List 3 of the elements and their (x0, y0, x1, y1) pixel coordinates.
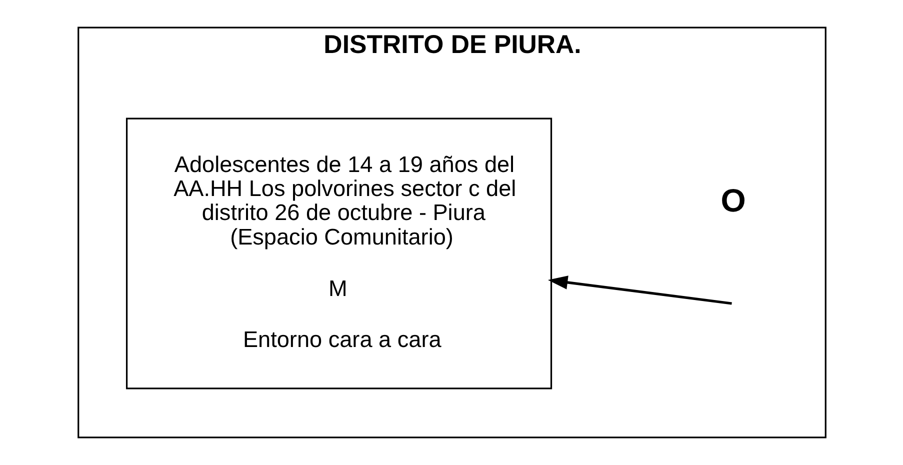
arrow (547, 276, 732, 305)
node-box: Adolescentes de 14 a 19 años del AA.HH Los polvorines sector c del distrito 26 de octubre - Piura (Espacio Comunitario) M Entorno cara a cara (125, 118, 552, 390)
label: O (720, 182, 746, 219)
